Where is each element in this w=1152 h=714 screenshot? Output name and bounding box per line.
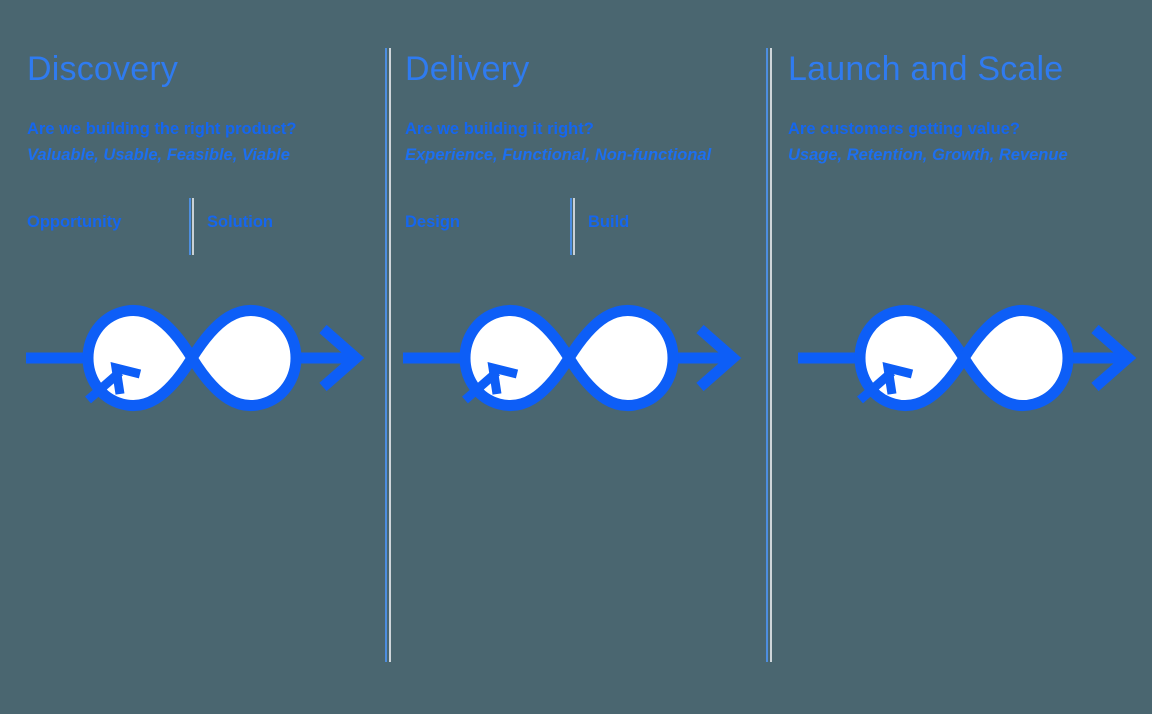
phase-row-discovery: Opportunity Solution <box>0 198 385 263</box>
column-discovery-body: Discovery Are we building the right prod… <box>0 0 385 714</box>
loop-right-lobe <box>185 304 302 412</box>
phase-row-delivery: Design Build <box>385 198 766 263</box>
loop-direction-arrowhead-icon <box>487 361 519 395</box>
infinity-graphic-discovery <box>0 296 385 424</box>
loop-direction-arrowhead-icon <box>110 361 142 395</box>
infinity-loop-arrow-icon <box>26 304 365 412</box>
loop-right-lobe <box>957 304 1074 412</box>
column-title-discovery: Discovery <box>27 50 179 88</box>
loop-direction-arrowhead-icon <box>882 361 914 395</box>
infinity-loop-arrow-icon <box>403 304 742 412</box>
column-question-discovery: Are we building the right product? <box>27 120 297 138</box>
right-arrowhead-icon <box>319 324 365 392</box>
column-attributes-discovery: Valuable, Usable, Feasible, Viable <box>27 146 290 164</box>
column-launch-and-scale: Launch and Scale Are customers getting v… <box>766 0 1152 714</box>
phase-divider-light-line <box>573 198 575 255</box>
phase-label-solution: Solution <box>207 213 273 231</box>
phase-label-design: Design <box>405 213 461 231</box>
phase-divider-blue-line <box>570 198 572 255</box>
phase-divider-discovery <box>189 198 195 255</box>
column-delivery: Delivery Are we building it right? Exper… <box>385 0 766 714</box>
phase-divider-blue-line <box>189 198 191 255</box>
column-attributes-launch-and-scale: Usage, Retention, Growth, Revenue <box>788 146 1068 164</box>
right-arrowhead-icon <box>696 324 742 392</box>
column-question-delivery: Are we building it right? <box>405 120 594 138</box>
phase-label-build: Build <box>588 213 630 231</box>
column-attributes-delivery: Experience, Functional, Non-functional <box>405 146 712 164</box>
column-title-launch-and-scale: Launch and Scale <box>788 50 1064 88</box>
infinity-graphic-launch-and-scale <box>766 296 1152 424</box>
loop-right-lobe <box>562 304 679 412</box>
infinity-graphic-delivery <box>385 296 766 424</box>
phase-divider-light-line <box>192 198 194 255</box>
phase-divider-delivery <box>570 198 576 255</box>
column-delivery-body: Delivery Are we building it right? Exper… <box>385 0 766 714</box>
infinity-loop-arrow-icon <box>798 304 1137 412</box>
column-discovery: Discovery Are we building the right prod… <box>0 0 385 714</box>
column-launch-and-scale-body: Launch and Scale Are customers getting v… <box>766 0 1152 714</box>
phase-label-opportunity: Opportunity <box>27 213 122 231</box>
right-arrowhead-icon <box>1091 324 1137 392</box>
column-question-launch-and-scale: Are customers getting value? <box>788 120 1020 138</box>
column-title-delivery: Delivery <box>405 50 530 88</box>
